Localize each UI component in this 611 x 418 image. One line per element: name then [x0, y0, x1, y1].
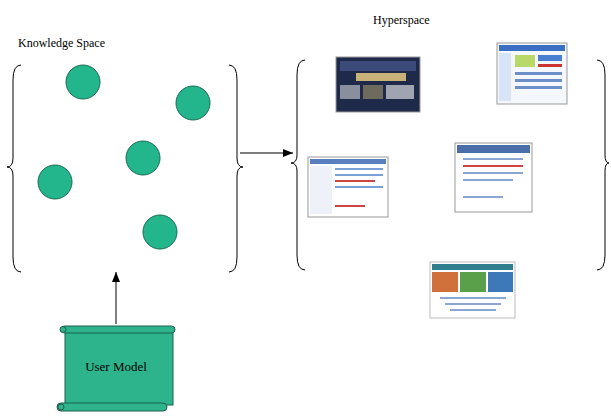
scroll-label: User Model	[55, 332, 177, 402]
page-banner	[457, 145, 530, 153]
page-block	[463, 165, 523, 167]
scroll-curl	[60, 327, 66, 333]
concept-circle	[38, 165, 72, 199]
region-heading: Knowledge Space	[18, 36, 105, 50]
page-banner	[356, 73, 406, 81]
page-block	[515, 79, 562, 82]
web-page-screenshot	[430, 262, 515, 318]
knowledge-space-region: Knowledge Space	[10, 65, 240, 272]
page-frame	[497, 43, 567, 104]
page-block	[463, 158, 523, 160]
web-page-screenshot	[455, 143, 532, 212]
page-banner	[499, 45, 565, 51]
page-block	[440, 297, 506, 299]
left-brace	[291, 60, 305, 270]
page-image	[386, 85, 414, 99]
scroll-roll	[61, 326, 175, 333]
page-block	[450, 309, 496, 311]
concept-circles	[38, 65, 210, 249]
page-image	[363, 85, 383, 99]
page-block	[538, 55, 562, 61]
scroll-body	[65, 331, 173, 405]
node-label: User Model	[85, 359, 147, 375]
web-page-screenshot	[336, 57, 420, 112]
page-banner	[432, 264, 513, 270]
page-frame	[308, 157, 388, 217]
page-image	[460, 272, 486, 292]
right-brace	[597, 60, 609, 270]
page-block	[515, 86, 562, 89]
scroll-roll	[57, 403, 167, 411]
page-block	[335, 168, 383, 170]
page-block	[463, 179, 513, 181]
page-banner	[310, 159, 386, 164]
page-sidebar	[499, 53, 511, 101]
page-block	[515, 55, 535, 67]
page-block	[335, 186, 383, 188]
page-image	[340, 85, 360, 99]
left-brace	[7, 65, 21, 272]
page-block	[463, 196, 503, 198]
page-block	[515, 72, 562, 75]
right-brace	[229, 65, 243, 272]
region-heading: Hyperspace	[373, 13, 430, 27]
scroll-curl	[58, 404, 64, 410]
arrow-connector	[240, 153, 293, 154]
page-frame	[455, 143, 532, 212]
page-frame	[336, 57, 420, 112]
web-page-screenshot	[497, 43, 567, 104]
concept-circle	[66, 65, 100, 99]
page-block	[445, 303, 501, 305]
concept-circle	[126, 141, 160, 175]
concept-circle	[143, 215, 177, 249]
page-image	[488, 272, 513, 292]
page-block	[335, 205, 365, 207]
page-block	[463, 172, 523, 174]
arrow-connector	[116, 272, 117, 324]
hyperspace-region: Hyperspace	[293, 60, 609, 270]
user-model-scroll: User Model	[55, 324, 177, 414]
page-sidebar	[310, 166, 332, 214]
concept-circle	[176, 86, 210, 120]
web-page-screenshot	[308, 157, 388, 217]
page-banner	[340, 61, 416, 71]
page-block	[538, 64, 562, 67]
page-image	[432, 272, 458, 292]
page-block	[335, 174, 383, 176]
page-block	[335, 180, 375, 182]
page-frame	[430, 262, 515, 318]
